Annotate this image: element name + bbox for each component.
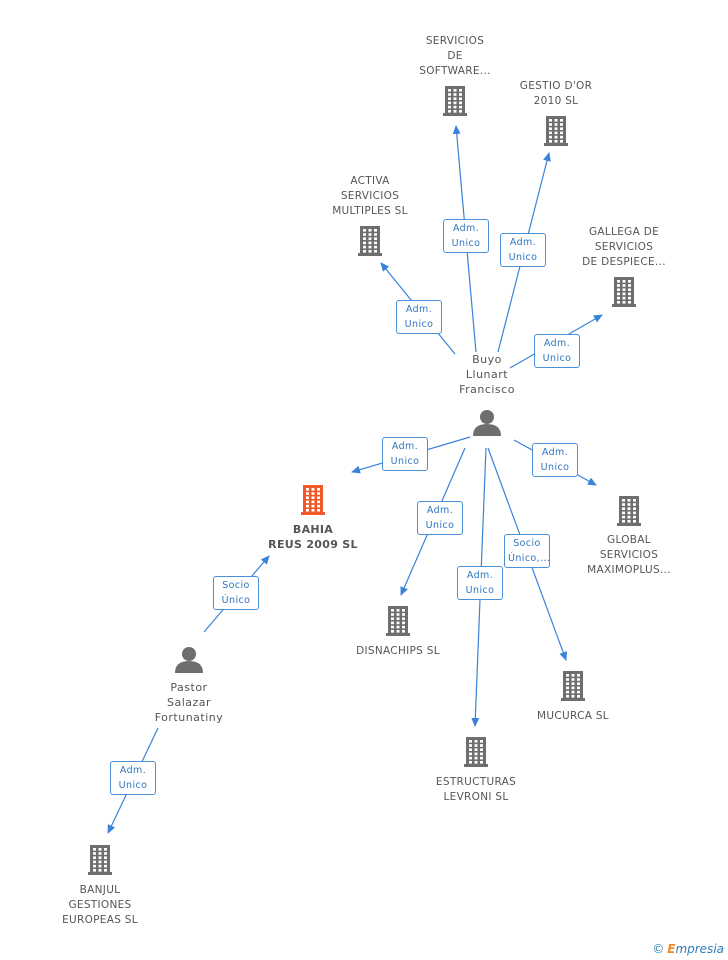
edge-label-disnachips[interactable]: Adm. Unico	[417, 501, 463, 535]
node-label-line: ESTRUCTURAS	[435, 776, 517, 788]
node-label-line: 2010 SL	[533, 95, 579, 107]
node-label-line: EUROPEAS SL	[62, 914, 138, 926]
node-label-line: Pastor	[170, 681, 208, 694]
building-icon-activa_servicios	[358, 226, 382, 256]
node-label-mucurca[interactable]: MUCURCA SL	[508, 709, 638, 724]
building-icon-bahia_reus	[301, 485, 325, 515]
edge-label-line: Unico	[508, 252, 538, 263]
edge-label-line: Adm.	[543, 338, 571, 349]
node-label-estructuras_levroni[interactable]: ESTRUCTURAS LEVRONI SL	[411, 775, 541, 805]
node-label-gallega_servicios[interactable]: GALLEGA DE SERVICIOS DE DESPIECE...	[559, 225, 689, 270]
edge-label-line: Adm.	[541, 447, 569, 458]
node-label-line: Buyo	[472, 353, 502, 366]
node-label-global_servicios[interactable]: GLOBAL SERVICIOS MAXIMOPLUS...	[564, 533, 694, 578]
edge-label-line: Unico	[425, 520, 455, 531]
node-label-line: Llunart	[465, 368, 509, 381]
node-label-line: MULTIPLES SL	[332, 205, 408, 217]
edge-label-servicios_software[interactable]: Adm. Unico	[443, 219, 489, 253]
node-label-gestio_dor[interactable]: GESTIO D'OR 2010 SL	[491, 79, 621, 109]
node-label-line: MAXIMOPLUS...	[587, 564, 671, 576]
building-icon-gestio_dor	[544, 116, 568, 146]
building-icon-gallega_servicios	[612, 277, 636, 307]
node-label-line: DE DESPIECE...	[582, 256, 666, 268]
node-label-disnachips[interactable]: DISNACHIPS SL	[333, 644, 463, 659]
edge-label-line: Socio	[222, 580, 250, 591]
person-icon-buyo_llunart	[473, 410, 501, 436]
edge-label-line: Unico	[465, 585, 495, 596]
edge-label-gallega_servicios[interactable]: Adm. Unico	[534, 334, 580, 368]
edge-label-line: Unico	[540, 462, 570, 473]
node-label-line: ACTIVA	[350, 175, 390, 187]
node-label-line: Salazar	[166, 696, 212, 709]
building-icon-global_servicios	[617, 496, 641, 526]
building-icon-banjul_gestiones	[88, 845, 112, 875]
node-label-line: Fortunatiny	[154, 711, 224, 724]
edge-label-line: Unico	[451, 238, 481, 249]
edge-label-line: Adm.	[391, 441, 419, 452]
brand-footer: ©Empresia	[652, 942, 724, 956]
node-label-line: SERVICIOS	[425, 35, 485, 47]
edge-label-line: Adm.	[405, 304, 433, 315]
edge-label-line: Unico	[390, 456, 420, 467]
edge-label-gestio_dor[interactable]: Adm. Unico	[500, 233, 546, 267]
edge-label-line: Unico	[404, 319, 434, 330]
building-icon-mucurca	[561, 671, 585, 701]
person-icon-pastor_salazar	[175, 647, 203, 673]
node-label-line: SERVICIOS	[599, 549, 659, 561]
edge-label-line: Adm.	[509, 237, 537, 248]
edge-label-banjul_gestiones[interactable]: Adm. Unico	[110, 761, 156, 795]
node-label-line: SERVICIOS	[594, 241, 654, 253]
node-label-line: DE	[447, 50, 463, 62]
node-label-line: BANJUL	[79, 884, 121, 896]
edge-label-line: Único	[221, 595, 251, 606]
edge-label-line: Adm.	[466, 570, 494, 581]
node-label-line: SOFTWARE...	[419, 65, 491, 77]
building-icon-disnachips	[386, 606, 410, 636]
node-label-line: Francisco	[459, 383, 515, 396]
node-label-servicios_software[interactable]: SERVICIOS DE SOFTWARE...	[390, 34, 520, 79]
node-label-line: GLOBAL	[607, 534, 651, 546]
node-label-bahia_reus[interactable]: BAHIA REUS 2009 SL	[248, 522, 378, 552]
edge-label-line: Adm.	[119, 765, 147, 776]
edge-label-line: Adm.	[452, 223, 480, 234]
edge-label-line: Socio	[513, 538, 541, 549]
edge-label-line: Único,...	[508, 553, 551, 564]
node-label-line: REUS 2009 SL	[268, 538, 358, 551]
node-label-line: BAHIA	[292, 523, 334, 536]
edge-label-line: Unico	[118, 780, 148, 791]
edge-label-bahia_reus[interactable]: Adm. Unico	[382, 437, 428, 471]
node-label-line: DISNACHIPS SL	[356, 645, 440, 657]
node-label-line: MUCURCA SL	[537, 710, 609, 722]
node-label-line: LEVRONI SL	[443, 791, 509, 803]
edge-label-line: Adm.	[426, 505, 454, 516]
node-label-line: GESTIO D'OR	[519, 80, 593, 92]
edge-label-line: Unico	[542, 353, 572, 364]
edge-label-global_servicios[interactable]: Adm. Unico	[532, 443, 578, 477]
edge-label-activa_servicios[interactable]: Adm. Unico	[396, 300, 442, 334]
node-label-activa_servicios[interactable]: ACTIVA SERVICIOS MULTIPLES SL	[305, 174, 435, 219]
node-label-line: GALLEGA DE	[588, 226, 660, 238]
edge-label-estructuras_levroni[interactable]: Adm. Unico	[457, 566, 503, 600]
brand-name: mpresia	[675, 942, 724, 956]
brand-initial: E	[667, 942, 676, 956]
node-label-line: GESTIONES	[68, 899, 132, 911]
building-icon-estructuras_levroni	[464, 737, 488, 767]
building-icon-servicios_software	[443, 86, 467, 116]
node-label-line: SERVICIOS	[340, 190, 400, 202]
node-label-banjul_gestiones[interactable]: BANJUL GESTIONES EUROPEAS SL	[35, 883, 165, 928]
copyright-symbol: ©	[652, 942, 665, 956]
